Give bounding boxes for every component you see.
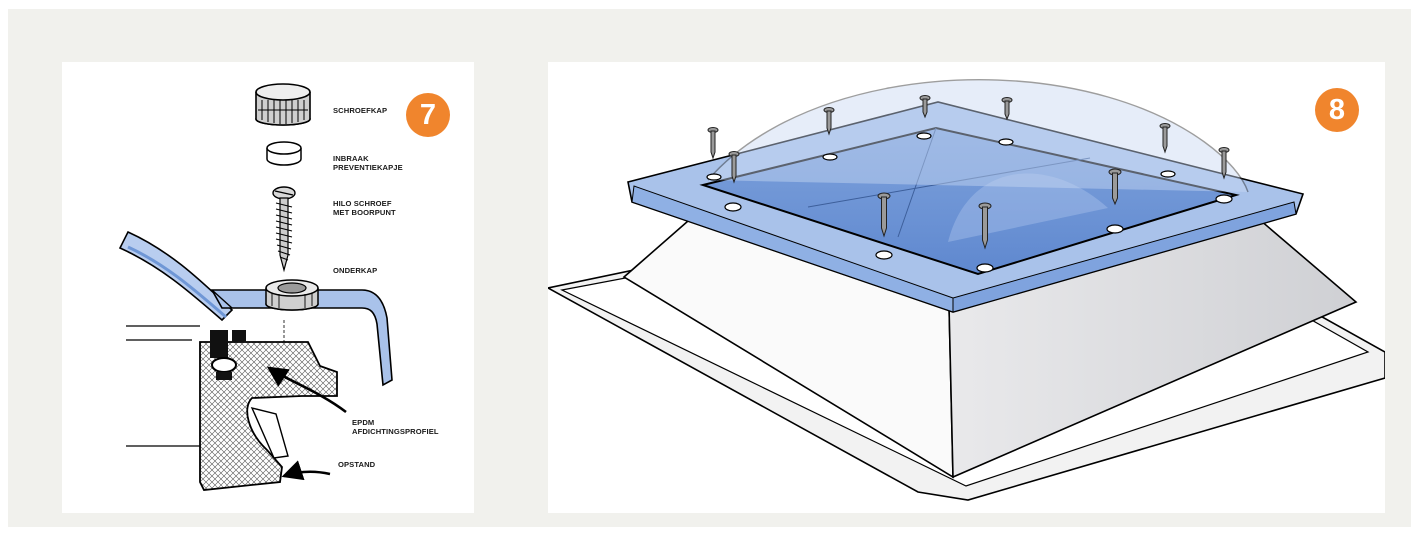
label-hilo-schroef: HILO SCHROEF: [333, 199, 392, 208]
dome-flange: [210, 289, 393, 387]
mounting-screws: [707, 95, 1230, 250]
under-cap: [265, 279, 319, 311]
diagram-frame: 7 SCHROEFKAP INBRAAK PREVENTIEKAPJE HILO…: [8, 9, 1411, 527]
epdm-arrow: [266, 366, 347, 414]
fixing-holes: [706, 132, 1233, 273]
label-inbraak: INBRAAK: [333, 154, 369, 163]
label-opstand: OPSTAND: [338, 460, 376, 469]
label-epdm: EPDM: [352, 418, 375, 427]
label-onderkap: ONDERKAP: [333, 266, 378, 275]
label-met-boorpunt: MET BOORPUNT: [333, 208, 396, 217]
fastening-detail-illustration: [118, 83, 393, 491]
upstand-profile: [199, 341, 338, 491]
burglary-prevention-cap: [266, 141, 302, 166]
skylight-mounting-illustration: [548, 79, 1385, 501]
label-preventiekapje: PREVENTIEKAPJE: [333, 163, 403, 172]
dome-edge: [118, 230, 234, 322]
step-8-badge: 8: [1315, 88, 1359, 132]
label-schroefkap: SCHROEFKAP: [333, 106, 388, 115]
step-7-panel: 7 SCHROEFKAP INBRAAK PREVENTIEKAPJE HILO…: [62, 62, 474, 513]
epdm-seal: [210, 330, 246, 380]
hilo-screw: [272, 186, 296, 273]
step-7-badge: 7: [406, 93, 450, 137]
label-afdichtingsprofiel: AFDICHTINGSPROFIEL: [352, 427, 439, 436]
upstand-arrow: [281, 460, 331, 481]
screw-cap: [255, 83, 311, 126]
acrylic-dome: [707, 79, 1249, 193]
step-8-panel: 8: [548, 62, 1385, 513]
